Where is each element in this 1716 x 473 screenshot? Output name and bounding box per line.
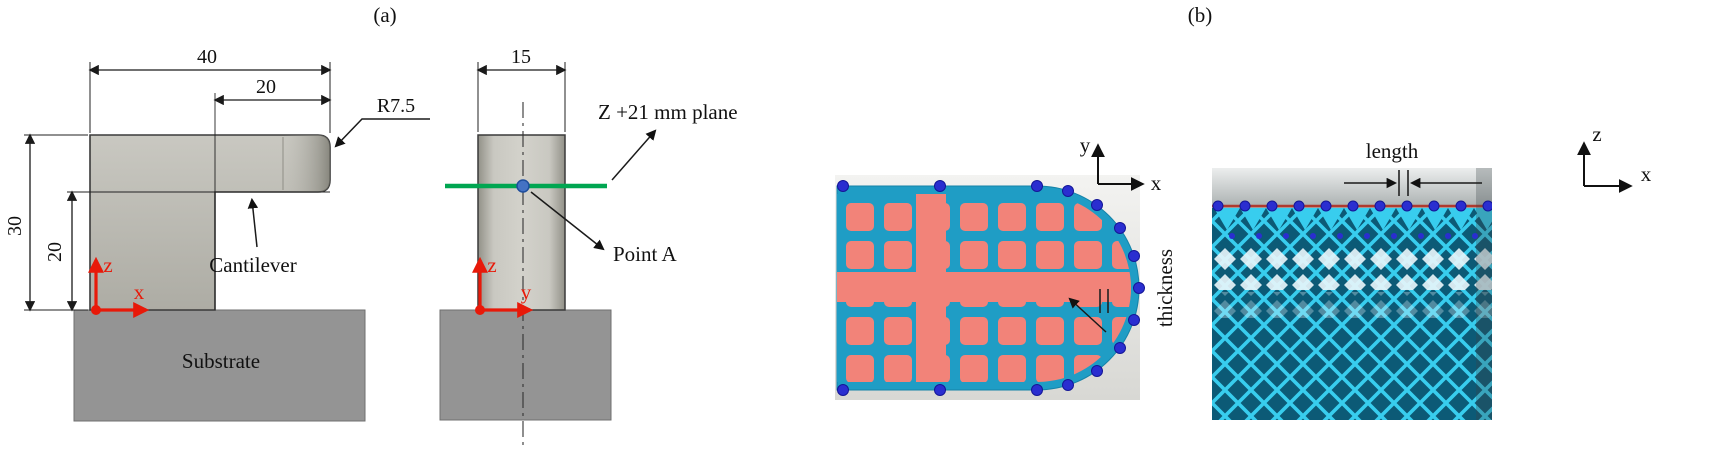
cantilever-label: Cantilever [209,253,296,277]
z21-plane-label: Z +21 mm plane [598,100,738,124]
length-label: length [1366,139,1419,163]
y-axis-label-top-view: y [1080,133,1091,157]
substrate-block [73,309,366,422]
length-callout: length [1344,139,1482,196]
x-axis-label-side-render: x [1641,162,1652,186]
z-axis-label-side-render: z [1592,122,1601,146]
thickness-label: thickness [1153,249,1177,327]
infill-wide-band-horizontal [837,272,1131,302]
dimension-width-15: 15 [476,46,567,132]
vertex-dots-side-view [1212,200,1492,212]
lattice-pale-diamond-band [1212,244,1492,290]
substrate-label: Substrate [182,349,260,373]
side-view-render: length z x [1212,122,1652,420]
origin-dot-side [475,305,485,315]
right-edge-shading [1476,168,1492,420]
side-view: 15 Z +21 mm plane Point A z y [439,46,738,446]
panel-a: (a) 40 20 R7.5 [4,3,738,446]
z-axis-label-side: z [487,253,496,277]
dimension-height-30: 30 [4,133,88,312]
vertex-dots-top-view [837,180,1145,396]
cantilever-leader-arrow [247,197,259,248]
dim-label-lower-20: 20 [44,242,66,262]
top-view-render: thickness y x [835,133,1177,400]
rounded-end-shading [283,135,330,192]
coordinate-axes-front: z x [88,253,150,318]
dimension-lower-height-20: 20 [44,190,78,312]
coordinate-axes-top-view: y x [1080,133,1162,195]
z-axis-label: z [103,253,112,277]
coordinate-axes-side-render: z x [1577,122,1652,193]
dimension-overhang-20: 20 [213,76,332,106]
origin-dot [91,305,101,315]
radius-label: R7.5 [377,95,415,117]
infill-wide-band-vertical [916,194,946,382]
vertex-dots-side-view-row2 [1229,233,1478,239]
dim-label-30: 30 [4,216,26,236]
front-view: 40 20 R7.5 30 20 Canti [4,46,430,422]
thickness-callout: thickness [1068,249,1177,333]
lattice-top-zigzag [1214,208,1492,230]
substrate-block-side [439,309,612,421]
dimension-width-40: 40 [88,46,332,133]
coordinate-axes-side: z y [472,253,534,318]
point-a-callout: Point A [530,191,677,266]
point-a-label: Point A [613,242,677,266]
radius-callout: R7.5 [334,95,430,148]
x-axis-label-top-view: x [1151,171,1162,195]
lattice-pale-diamond-band-faint [1212,292,1492,318]
cantilever-callout: Cantilever [209,197,297,277]
panel-b: (b) thickness [835,3,1652,420]
point-a-leader-arrow [530,191,605,251]
radius-leader-arrow [334,118,430,148]
dim-label-40: 40 [197,46,217,68]
panel-a-label: (a) [373,3,396,27]
dim-label-overhang-20: 20 [256,76,276,98]
z21-plane-callout: Z +21 mm plane [598,100,738,181]
y-axis-label-side: y [521,280,532,304]
panel-b-label: (b) [1188,3,1213,27]
x-axis-label: x [134,280,145,304]
infill-grid [837,194,1131,382]
dim-label-15: 15 [511,46,531,68]
point-a-dot [516,179,530,193]
thickness-arrow [1068,297,1107,333]
z21-plane-leader-arrow [611,129,657,181]
